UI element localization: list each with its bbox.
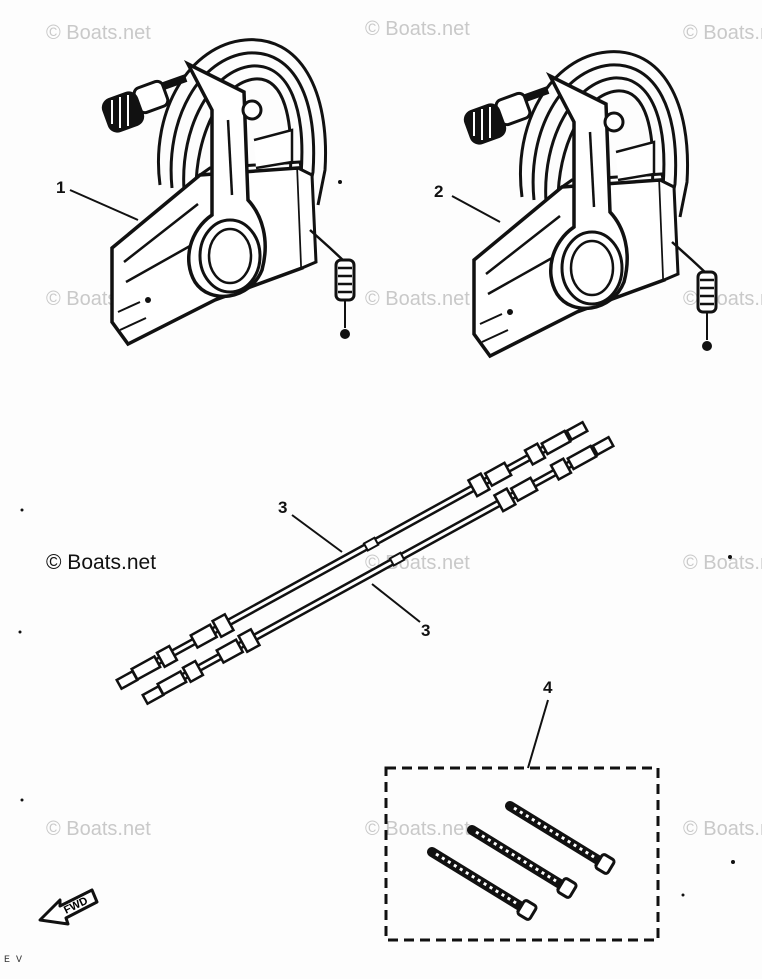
callout-2: 2 (434, 182, 444, 201)
leader-line-3b (371, 583, 421, 623)
leader-line-4 (527, 699, 549, 769)
leader-line-1 (69, 189, 139, 221)
remote-control-box-2 (461, 52, 716, 356)
watermark: © Boats.net (683, 552, 762, 574)
bolt-set-box (384, 766, 660, 942)
watermark: © Boats.net (683, 818, 762, 840)
watermark: © Boats.net (365, 818, 470, 840)
watermark: © Boats.net (365, 18, 470, 40)
control-cable-lower (143, 434, 616, 704)
watermark-main: © Boats.net (46, 551, 157, 574)
control-cable-upper (117, 419, 590, 689)
leader-line-2 (451, 195, 501, 223)
forward-arrow-icon: FWD (38, 888, 99, 926)
watermark: © Boats.net (683, 22, 762, 44)
watermark: © Boats.net (46, 22, 151, 44)
leader-line-3a (291, 514, 343, 553)
watermark: © Boats.net (365, 288, 470, 310)
callout-3b: 3 (421, 621, 431, 640)
callout-4: 4 (543, 678, 553, 697)
remote-control-box-1 (99, 40, 354, 344)
page-code: E V (4, 955, 23, 966)
watermark: © Boats.net (46, 818, 151, 840)
callout-1: 1 (56, 178, 66, 197)
callout-3a: 3 (278, 498, 288, 517)
